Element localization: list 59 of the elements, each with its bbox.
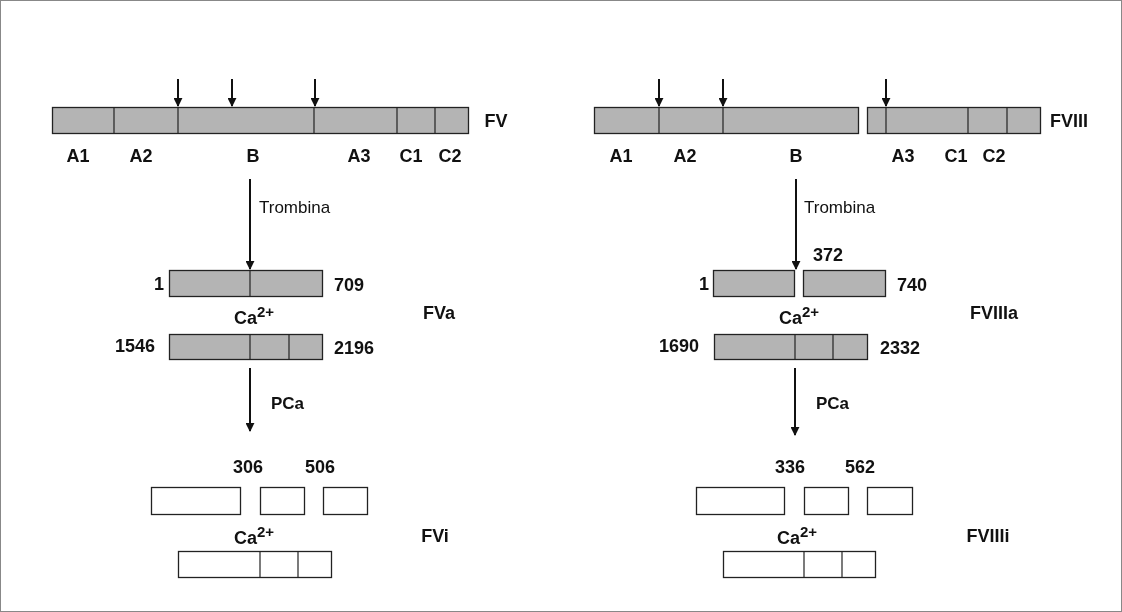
residue-number: 1546 bbox=[115, 335, 155, 357]
fragment-box bbox=[723, 551, 876, 578]
arrow bbox=[654, 78, 664, 107]
domain-label: A3 bbox=[891, 145, 915, 167]
calcium-label: Ca$^{2+}$ bbox=[778, 303, 820, 329]
calcium-label: Ca$^{2+}$ bbox=[776, 523, 818, 549]
residue-number: 1 bbox=[154, 273, 164, 295]
arrow bbox=[245, 178, 255, 270]
domain-label: A2 bbox=[129, 145, 153, 167]
calcium-label: Ca$^{2+}$ bbox=[233, 523, 275, 549]
fragment-box bbox=[323, 487, 368, 515]
arrow bbox=[718, 78, 728, 107]
domain-label: C2 bbox=[438, 145, 462, 167]
protein-bar bbox=[714, 334, 868, 360]
protein-bar bbox=[169, 334, 323, 360]
arrow bbox=[173, 78, 183, 107]
protein-label: FV bbox=[484, 110, 508, 132]
arrow bbox=[310, 78, 320, 107]
arrow bbox=[227, 78, 237, 107]
arrow bbox=[790, 367, 800, 436]
residue-number: 372 bbox=[813, 244, 843, 266]
protein-bar bbox=[52, 107, 469, 134]
domain-label: A2 bbox=[673, 145, 697, 167]
fragment-box bbox=[178, 551, 332, 578]
fragment-box bbox=[151, 487, 241, 515]
residue-number: 1 bbox=[699, 273, 709, 295]
arrow bbox=[791, 178, 801, 270]
protein-label: FVIII bbox=[1050, 110, 1088, 132]
arrow bbox=[245, 367, 255, 432]
residue-number: 1690 bbox=[659, 335, 699, 357]
domain-label: A3 bbox=[347, 145, 371, 167]
domain-label: B bbox=[789, 145, 803, 167]
domain-label: A1 bbox=[66, 145, 90, 167]
protein-label: FVa bbox=[423, 302, 455, 324]
protein-bar bbox=[713, 270, 886, 297]
protein-label: FVIIIa bbox=[970, 302, 1018, 324]
domain-label: C2 bbox=[982, 145, 1006, 167]
residue-number: 2332 bbox=[880, 337, 920, 359]
arrow bbox=[881, 78, 891, 107]
domain-label: A1 bbox=[609, 145, 633, 167]
protein-bar bbox=[594, 107, 1041, 134]
residue-number: 506 bbox=[305, 456, 335, 478]
residue-number: 306 bbox=[233, 456, 263, 478]
calcium-label: Ca$^{2+}$ bbox=[233, 303, 275, 329]
domain-label: C1 bbox=[399, 145, 423, 167]
fragment-box bbox=[696, 487, 785, 515]
fragment-box bbox=[804, 487, 849, 515]
fragment-box bbox=[867, 487, 913, 515]
protein-label: FVi bbox=[421, 525, 449, 547]
domain-label: B bbox=[246, 145, 260, 167]
domain-label: C1 bbox=[944, 145, 968, 167]
residue-number: 740 bbox=[897, 274, 927, 296]
residue-number: 562 bbox=[845, 456, 875, 478]
protein-bar bbox=[169, 270, 323, 297]
protein-label: FVIIIi bbox=[966, 525, 1010, 547]
fragment-box bbox=[260, 487, 305, 515]
residue-number: 336 bbox=[775, 456, 805, 478]
residue-number: 2196 bbox=[334, 337, 374, 359]
residue-number: 709 bbox=[334, 274, 364, 296]
